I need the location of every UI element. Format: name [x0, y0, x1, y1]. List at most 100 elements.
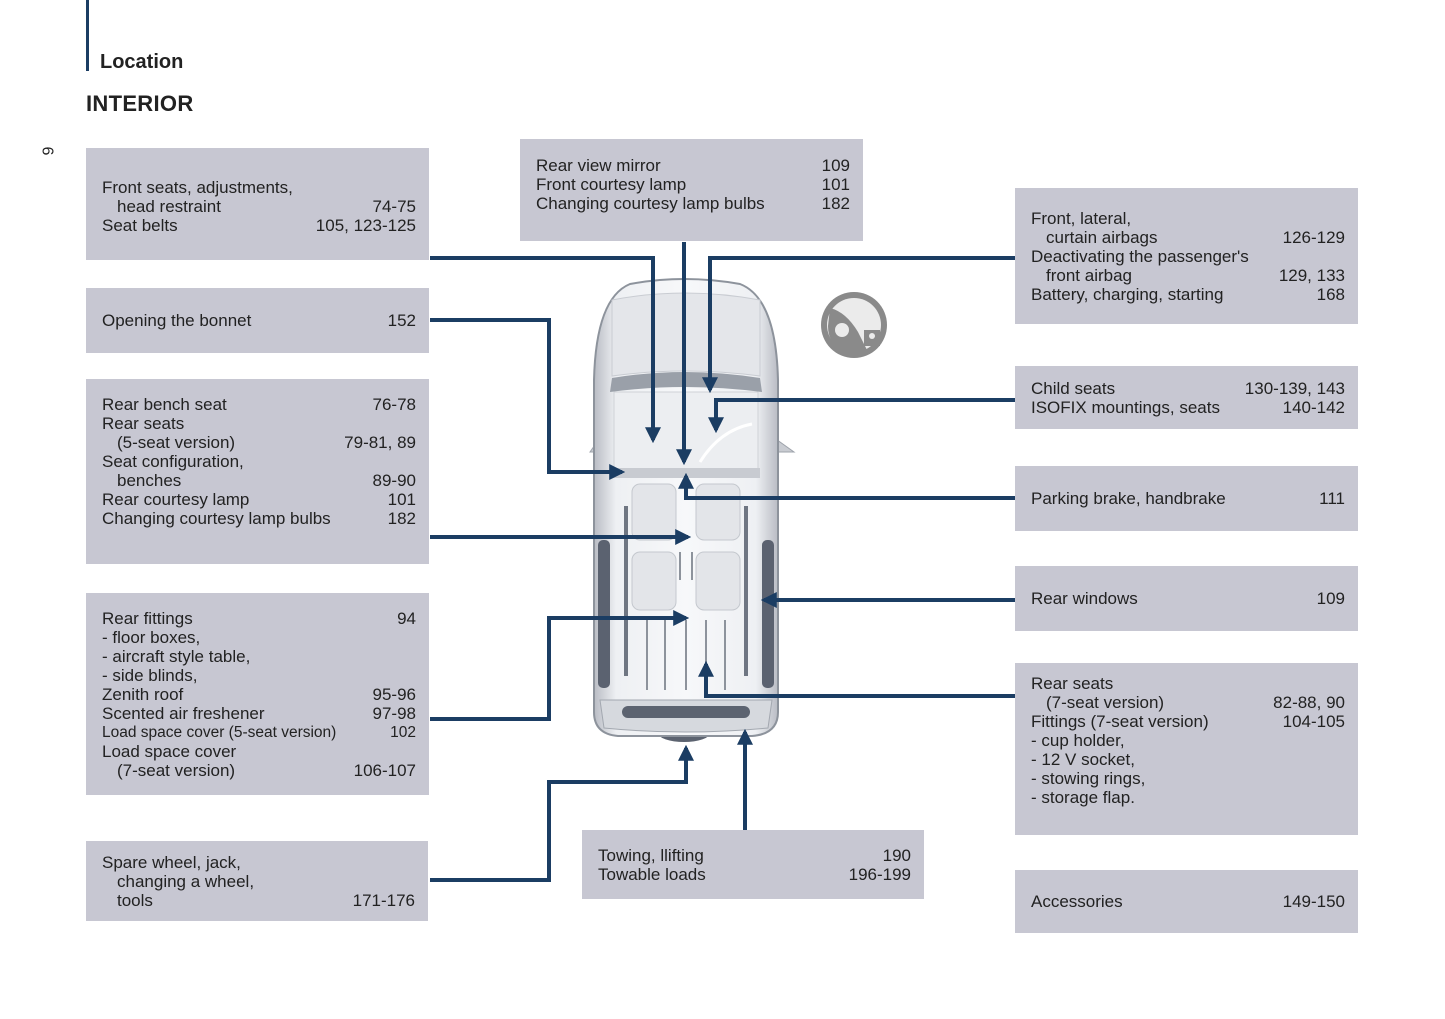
page-reference: [1339, 788, 1345, 807]
callout-row: Spare wheel, jack,: [102, 853, 415, 872]
page-reference: 111: [1319, 489, 1345, 508]
page-reference: [409, 853, 415, 872]
callout-row: Zenith roof 95-96: [102, 685, 416, 704]
callout-row: - side blinds,: [102, 666, 416, 685]
page-title: INTERIOR: [86, 91, 194, 116]
topic-label: Scented air freshener: [102, 703, 265, 723]
callout-row: Deactivating the passenger's: [1031, 247, 1345, 266]
page-reference: 79-81, 89: [344, 433, 416, 452]
topic-label: Rear view mirror: [536, 155, 661, 175]
topic-label: Accessories: [1031, 892, 1123, 911]
page-reference: [410, 178, 416, 197]
topic-label: - storage flap.: [1031, 787, 1135, 807]
callout-row: - 12 V socket,: [1031, 750, 1345, 769]
topic-label: Load space cover: [102, 741, 237, 761]
topic-label: Rear seats: [102, 414, 185, 433]
page-reference: 74-75: [372, 196, 416, 216]
page-reference: [410, 666, 416, 685]
connector-bonnet: [430, 318, 626, 480]
page-reference: 95-96: [372, 684, 416, 704]
topic-label: - stowing rings,: [1031, 768, 1146, 788]
callout-row: (7-seat version) 82-88, 90: [1031, 693, 1345, 712]
page-reference: [1339, 209, 1345, 228]
page-reference: 101: [821, 174, 850, 194]
callout-row: Fittings (7-seat version)104-105: [1031, 712, 1345, 731]
page-reference: 82-88, 90: [1273, 692, 1345, 712]
page-reference: 152: [387, 311, 416, 330]
page-reference: [1339, 769, 1345, 788]
seat: [631, 483, 677, 541]
steering-wheel-child-seat-icon: [821, 292, 887, 358]
left-rear-window: [598, 540, 610, 688]
connector-lines: [430, 242, 1015, 882]
topic-label: (7-seat version): [117, 760, 236, 780]
connector-front-seats: [430, 256, 661, 444]
topic-label: Opening the bonnet: [102, 311, 252, 330]
callout-row: Seat configuration,: [102, 452, 416, 471]
callout-row: - aircraft style table,: [102, 647, 416, 666]
topic-label: Deactivating the passenger's: [1031, 246, 1249, 266]
topic-label: Rear courtesy lamp: [102, 490, 250, 509]
page-reference: 171-176: [352, 890, 415, 910]
callout-row: Front seats, adjustments,: [102, 178, 416, 197]
callout-opening-bonnet: Opening the bonnet 152: [86, 288, 429, 353]
callout-row: Rear seats: [1031, 674, 1345, 693]
topic-label: Battery, charging, starting: [1031, 284, 1224, 304]
topic-label: Zenith roof: [102, 684, 184, 704]
page-reference: [410, 647, 416, 666]
callout-row: Load space cover (5-seat version)102: [102, 723, 416, 742]
topic-label: Fittings (7-seat version): [1031, 711, 1209, 731]
page-reference: 102: [390, 723, 416, 741]
topic-label: Changing courtesy lamp bulbs: [102, 509, 331, 528]
callout-row: changing a wheel,: [102, 872, 415, 891]
topic-label: changing a wheel,: [117, 871, 255, 891]
topic-label: Towing, llifting: [598, 845, 704, 865]
page-reference: 190: [882, 845, 911, 865]
page-reference: [1339, 750, 1345, 769]
topic-label: Parking brake, handbrake: [1031, 489, 1226, 508]
connector-rear-seats-7: [698, 660, 1015, 698]
callout-row: (7-seat version)106-107: [102, 761, 416, 780]
topic-label: ISOFIX mountings, seats: [1031, 397, 1220, 417]
callout-row: - floor boxes,: [102, 628, 416, 647]
page-reference: 109: [1316, 589, 1345, 608]
callout-parking-brake: Parking brake, handbrake 111: [1015, 466, 1358, 531]
topic-label: (5-seat version): [117, 433, 236, 452]
callout-row: - cup holder,: [1031, 731, 1345, 750]
header-accent-bar: [86, 0, 89, 71]
page-reference: [410, 742, 416, 761]
page-reference: 97-98: [372, 703, 416, 723]
vehicle-top-view-illustration: [589, 278, 796, 742]
topic-label: (7-seat version): [1046, 692, 1165, 712]
topic-label: front airbag: [1046, 265, 1132, 285]
right-rear-window: [762, 540, 774, 688]
page-reference: 94: [397, 608, 416, 628]
topic-label: Rear fittings: [102, 608, 193, 628]
callout-row: Scented air freshener 97-98: [102, 704, 416, 723]
topic-label: Rear bench seat: [102, 395, 227, 414]
page-reference: 109: [821, 155, 850, 175]
page-reference: 149-150: [1282, 892, 1345, 911]
page-reference: [409, 872, 415, 891]
section-label: Location: [100, 51, 184, 73]
callout-row: Rear view mirror 109: [536, 156, 850, 175]
page-reference: 101: [387, 490, 416, 509]
connector-parking-brake: [678, 472, 1015, 500]
page-reference: [1339, 674, 1345, 693]
